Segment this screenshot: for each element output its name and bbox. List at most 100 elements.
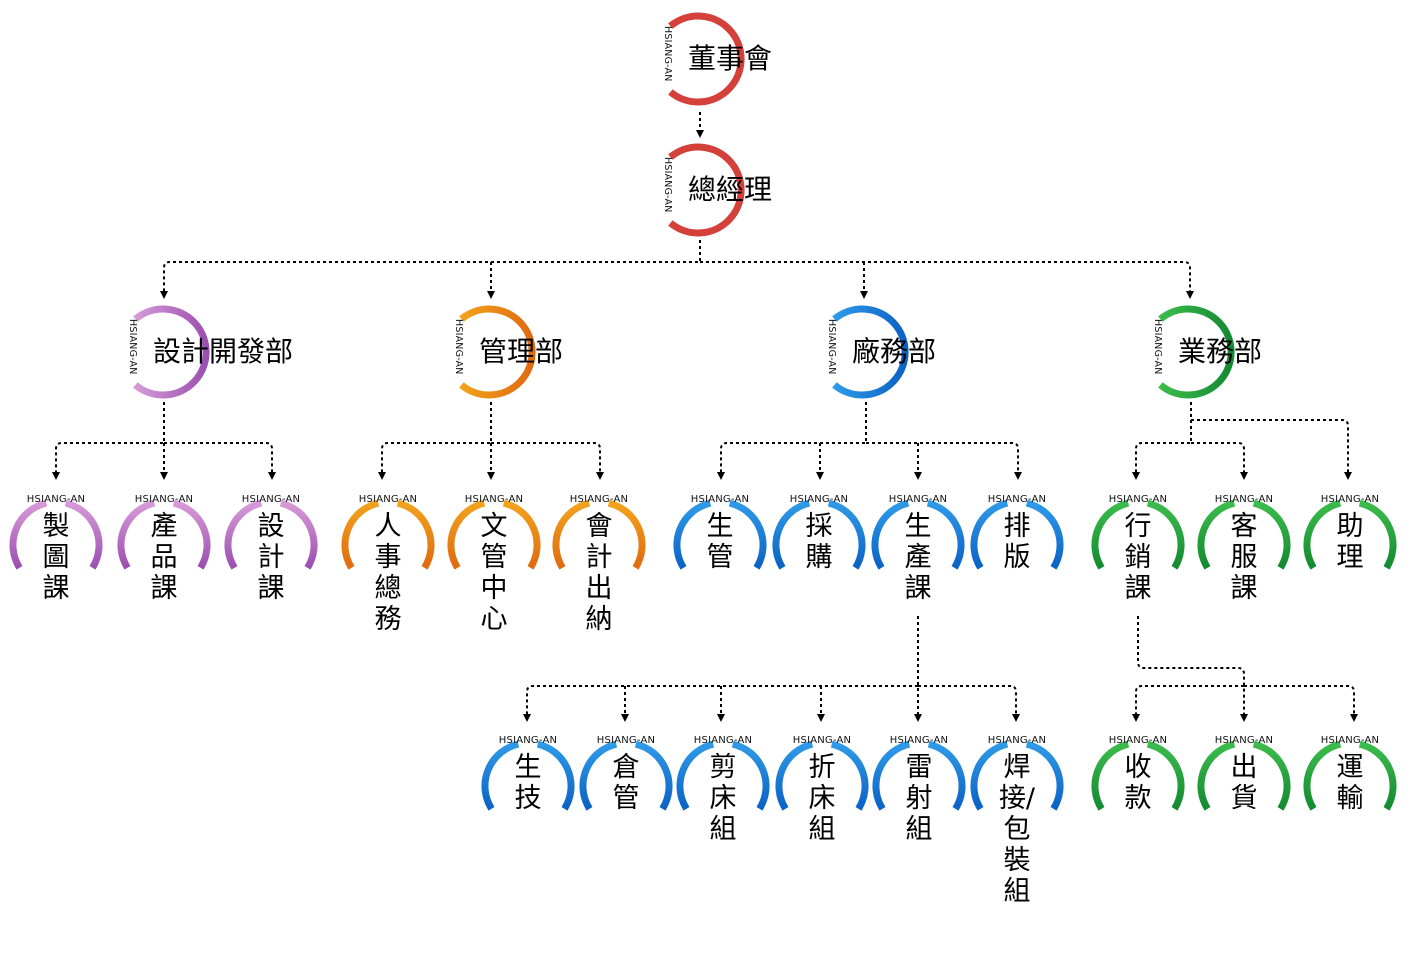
brand-label: HSIANG-AN: [1108, 735, 1168, 746]
node-transport: HSIANG-AN 運輸: [1300, 735, 1400, 836]
node-label: 文管中心: [480, 511, 508, 635]
brand-label: HSIANG-AN: [889, 735, 949, 746]
node-label: 管理部: [479, 335, 564, 368]
brand-label: HSIANG-AN: [987, 735, 1047, 746]
node-shearing: HSIANG-AN 剪床組: [673, 735, 773, 845]
ring-icon: [832, 305, 909, 399]
node-label: 助理: [1336, 511, 1364, 573]
node-label: 採購: [805, 511, 833, 573]
brand-label: HSIANG-AN: [826, 319, 837, 375]
ring-icon: [970, 740, 1064, 811]
node-assistant: HSIANG-AN 助理: [1300, 494, 1400, 595]
node-bending: HSIANG-AN 折床組: [772, 735, 872, 845]
node-docs: HSIANG-AN 文管中心: [444, 494, 544, 635]
ring-icon: [117, 499, 211, 570]
node-marketing: HSIANG-AN 行銷課: [1088, 494, 1188, 604]
node-label: 出貨: [1230, 752, 1258, 814]
ring-icon: [133, 305, 210, 399]
brand-label: HSIANG-AN: [1320, 735, 1380, 746]
brand-label: HSIANG-AN: [498, 735, 558, 746]
ring-icon: [676, 740, 770, 811]
ring-icon: [459, 305, 536, 399]
node-welding: HSIANG-AN 焊接/包裝組: [967, 735, 1067, 907]
node-label: 業務部: [1178, 335, 1263, 368]
node-warehouse: HSIANG-AN 倉管: [576, 735, 676, 836]
node-label: 客服課: [1230, 511, 1258, 604]
ring-icon: [775, 740, 869, 811]
brand-label: HSIANG-AN: [1108, 494, 1168, 505]
node-board: HSIANG-AN 董事會: [648, 4, 818, 114]
brand-label: HSIANG-AN: [1152, 319, 1163, 375]
ring-icon: [673, 499, 767, 570]
brand-label: HSIANG-AN: [690, 494, 750, 505]
brand-label: HSIANG-AN: [127, 319, 138, 375]
ring-icon: [668, 143, 745, 237]
node-admin-dept: HSIANG-AN 管理部: [439, 297, 609, 407]
node-label: 焊接/包裝組: [998, 752, 1036, 907]
brand-label: HSIANG-AN: [792, 735, 852, 746]
brand-label: HSIANG-AN: [464, 494, 524, 505]
node-production: HSIANG-AN 生產課: [868, 494, 968, 604]
node-purchasing: HSIANG-AN 採購: [769, 494, 869, 595]
ring-icon: [871, 499, 965, 570]
brand-label: HSIANG-AN: [662, 157, 673, 213]
brand-label: HSIANG-AN: [596, 735, 656, 746]
node-label: 行銷課: [1124, 511, 1152, 604]
node-design-sec: HSIANG-AN 設計課: [221, 494, 321, 604]
brand-label: HSIANG-AN: [1214, 735, 1274, 746]
node-label: 人事總務: [374, 511, 402, 635]
ring-icon: [970, 499, 1064, 570]
brand-label: HSIANG-AN: [134, 494, 194, 505]
brand-label: HSIANG-AN: [1320, 494, 1380, 505]
ring-icon: [1091, 499, 1185, 570]
node-label: 排版: [1003, 511, 1031, 573]
ring-icon: [1303, 740, 1397, 811]
brand-label: HSIANG-AN: [987, 494, 1047, 505]
node-shipping: HSIANG-AN 出貨: [1194, 735, 1294, 836]
ring-icon: [224, 499, 318, 570]
brand-label: HSIANG-AN: [569, 494, 629, 505]
node-prod-tech: HSIANG-AN 生技: [478, 735, 578, 836]
ring-icon: [1091, 740, 1185, 811]
ring-icon: [9, 499, 103, 570]
node-label: 倉管: [612, 752, 640, 814]
node-label: 設計課: [257, 511, 285, 604]
ring-icon: [668, 12, 745, 106]
ring-icon: [1158, 305, 1235, 399]
node-label: 生產課: [904, 511, 932, 604]
node-label: 總經理: [688, 173, 773, 206]
ring-icon: [872, 740, 966, 811]
brand-label: HSIANG-AN: [1214, 494, 1274, 505]
brand-label: HSIANG-AN: [888, 494, 948, 505]
brand-label: HSIANG-AN: [241, 494, 301, 505]
brand-label: HSIANG-AN: [662, 26, 673, 82]
ring-icon: [1197, 499, 1291, 570]
node-label: 產品課: [150, 511, 178, 604]
node-label: 收款: [1124, 752, 1152, 814]
node-label: 製圖課: [42, 511, 70, 604]
ring-icon: [552, 499, 646, 570]
node-label: 生技: [514, 752, 542, 814]
brand-label: HSIANG-AN: [453, 319, 464, 375]
node-collection: HSIANG-AN 收款: [1088, 735, 1188, 836]
node-gm: HSIANG-AN 總經理: [648, 135, 818, 245]
brand-label: HSIANG-AN: [789, 494, 849, 505]
node-label: 廠務部: [852, 335, 937, 368]
brand-label: HSIANG-AN: [693, 735, 753, 746]
node-label: 折床組: [808, 752, 836, 845]
ring-icon: [447, 499, 541, 570]
brand-label: HSIANG-AN: [358, 494, 418, 505]
node-label: 剪床組: [709, 752, 737, 845]
ring-icon: [1303, 499, 1397, 570]
ring-icon: [341, 499, 435, 570]
node-label: 董事會: [688, 42, 773, 75]
ring-icon: [481, 740, 575, 811]
node-hr: HSIANG-AN 人事總務: [338, 494, 438, 635]
node-label: 運輸: [1336, 752, 1364, 814]
ring-icon: [1197, 740, 1291, 811]
ring-icon: [579, 740, 673, 811]
